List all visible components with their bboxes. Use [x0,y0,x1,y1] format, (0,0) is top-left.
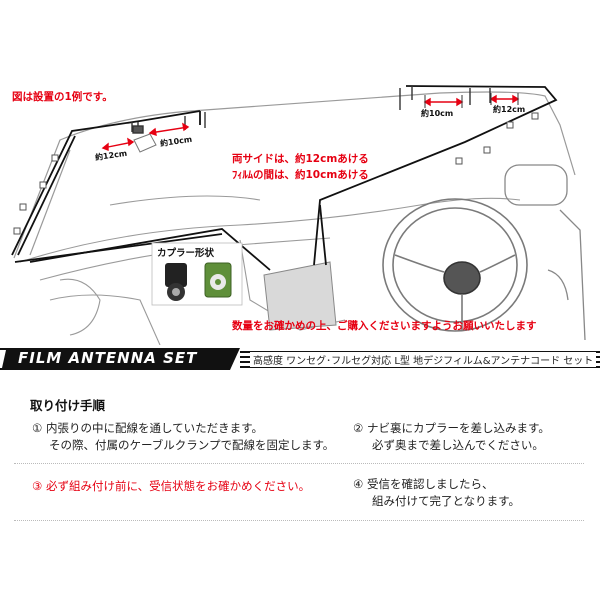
coupler-green-icon [204,262,232,298]
step-3-line-1: ③ 必ず組み付け前に、受信状態をお確かめください。 [32,479,311,493]
navi-screen [263,261,337,331]
car-interior-illustration [11,85,586,345]
banner-subtitle: 高感度 ワンセグ･フルセグ対応 L型 地デジフィルム&アンテナコード セット [250,352,597,367]
instruction-step-4: ④ 受信を確認しましたら、 組み付けて完了となります。 [353,476,520,510]
dimension-ticks [424,93,519,108]
instruction-step-2: ② ナビ裏にカプラーを差し込みます。 必ず奥まで差し込んでください。 [353,420,550,454]
sides-spacing-note: 両サイドは、約12cmあける [232,153,369,165]
banner-title: FILM ANTENNA SET [18,349,198,367]
instruction-step-1: ① 内張りの中に配線を通していただきます。 その際、付属のケーブルクランプで配線… [32,420,334,454]
instructions-title: 取り付け手順 [30,398,106,413]
example-note: 図は設置の1例です。 [12,91,113,103]
coupler-black-icon [165,263,187,301]
step-4-line-2: 組み付けて完了となります。 [372,494,521,508]
films-spacing-note: ﾌｨﾙﾑの間は、約10cmあける [232,169,369,181]
rearview-mirror [133,133,157,153]
step-4-line-1: ④ 受信を確認しましたら、 [353,477,494,491]
divider-dotted-1 [14,463,584,464]
dim-right-10-label: 約10cm [421,109,454,118]
antenna-cable-route [11,85,558,271]
side-mirror [504,164,586,341]
dim-right-12-label: 約12cm [493,105,526,114]
coupler-shape-label: カプラー形状 [157,248,215,259]
step-1-line-1: ① 内張りの中に配線を通していただきます。 [32,421,263,435]
cable-clamps [13,112,539,235]
step-1-line-2: その際、付属のケーブルクランプで配線を固定します。 [49,438,335,452]
film-antenna-right [399,86,491,110]
instruction-step-3: ③ 必ず組み付け前に、受信状態をお確かめください。 [32,478,310,495]
quantity-note: 数量をお確かめの上、ご購入くださいますようお願いいたします [232,320,537,332]
dimension-lines [101,94,520,152]
steering-wheel [382,198,528,332]
divider-dotted-2 [14,520,584,521]
coupler-shape-box [151,242,243,306]
step-2-line-2: 必ず奥まで差し込んでください。 [372,438,544,452]
step-2-line-1: ② ナビ裏にカプラーを差し込みます。 [353,421,550,435]
